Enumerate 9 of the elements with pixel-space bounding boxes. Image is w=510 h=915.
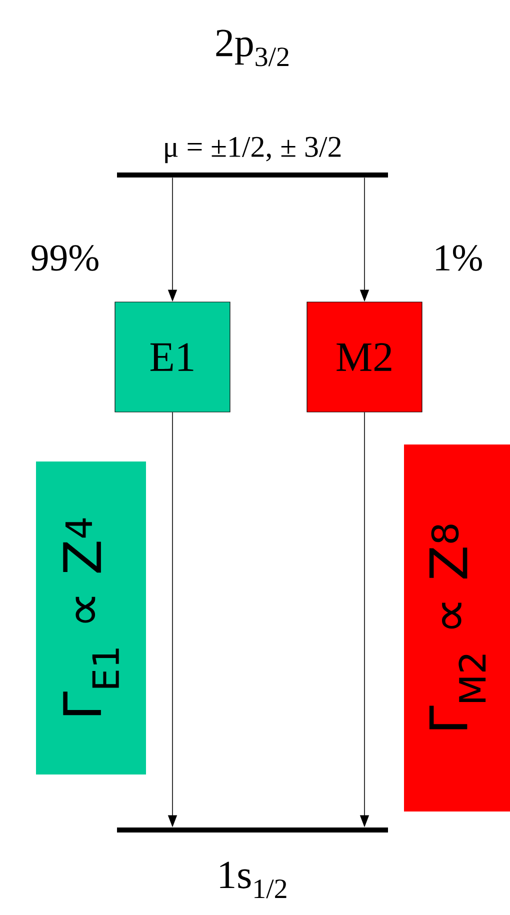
transition-box: E1 (114, 302, 230, 412)
branching-ratio: 1% (432, 244, 484, 272)
decay-rate-box: Γ$_{E1}$ ∝ Z$^{4}$ (36, 462, 146, 774)
decay-rate-box: Γ$_{M2}$ ∝ Z$^{8}$ (404, 444, 510, 812)
branching-ratio: 99% (29, 244, 101, 272)
level-label: 1s$_{1/2}$ (220, 862, 286, 898)
transition-box: M2 (306, 302, 422, 412)
level-label: 2p$_{3/2}$ (216, 30, 288, 66)
quantum-number-label: μ = ±1/2, ± 3/2 (165, 136, 341, 164)
